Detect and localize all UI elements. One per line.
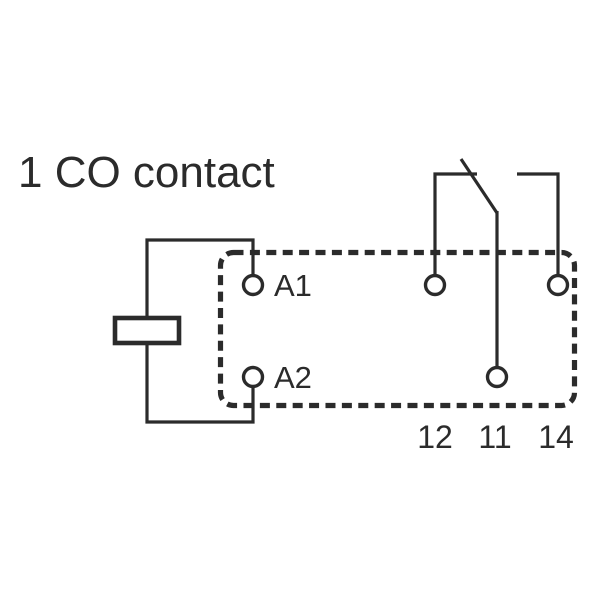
coil-wire-bottom — [145, 343, 255, 424]
terminal-label-12: 12 — [417, 419, 453, 455]
terminal-14-circle — [546, 273, 570, 297]
no-contact-wire-14 — [517, 172, 560, 276]
terminal-label-14: 14 — [538, 419, 574, 455]
terminal-circles-group — [241, 273, 570, 389]
labels-group: 1 CO contact A1 A2 12 11 14 — [18, 148, 574, 455]
terminal-a1-circle — [241, 273, 265, 297]
relay-body-outline — [217, 249, 578, 409]
wiring-group — [145, 158, 560, 424]
terminal-a2-circle — [241, 365, 265, 389]
contact-blade — [459, 158, 499, 214]
terminal-label-a2: A2 — [274, 360, 312, 395]
diagram-title: 1 CO contact — [18, 148, 275, 197]
coil-symbol — [112, 315, 182, 346]
nc-contact-wire-12 — [433, 172, 477, 276]
terminal-12-circle — [423, 273, 447, 297]
terminal-label-a1: A1 — [274, 268, 312, 303]
terminal-11-circle — [485, 365, 509, 389]
terminal-label-11: 11 — [478, 419, 511, 455]
coil-wire-top — [145, 238, 255, 318]
